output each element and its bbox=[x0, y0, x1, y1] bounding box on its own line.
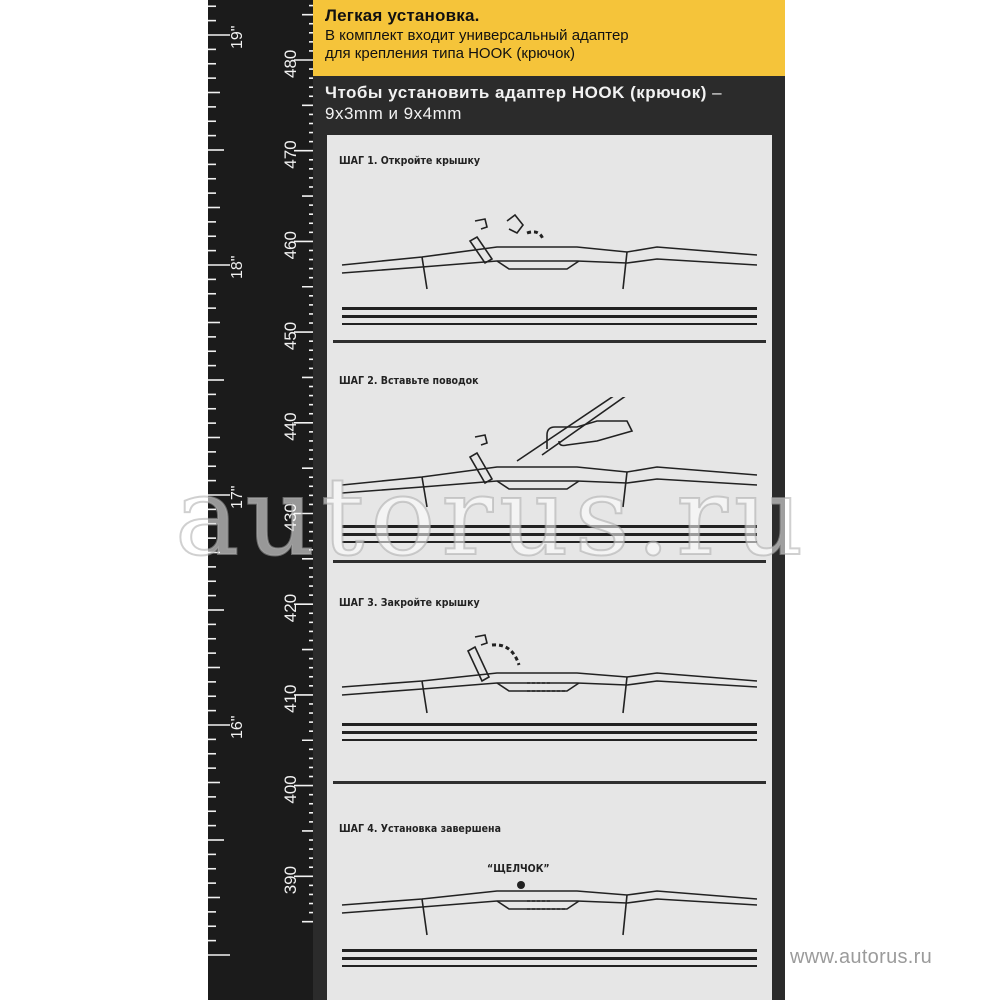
step-4-title: ШАГ 4. Установка завершена bbox=[339, 823, 501, 835]
click-label: “ЩЕЛЧОК” bbox=[487, 863, 550, 875]
header-title: Легкая установка. bbox=[325, 6, 480, 25]
step-1-diagram bbox=[341, 213, 758, 325]
header-description: В комплект входит универсальный адаптер … bbox=[325, 27, 780, 63]
ruler-mm-label: 470 bbox=[281, 140, 300, 168]
footer-watermark: www.autorus.ru bbox=[790, 946, 933, 968]
step-3-title: ШАГ 3. Закройте крышку bbox=[339, 597, 480, 609]
ruler-mm-label: 450 bbox=[281, 322, 300, 350]
header-line-2: для крепления типа HOOK (крючок) bbox=[325, 45, 575, 62]
step-divider-2 bbox=[333, 560, 766, 563]
step-2-diagram bbox=[341, 397, 758, 543]
measuring-ruler: 480 470 460 450 440 430 420 410 400 390 19" 18" 17" 1… bbox=[208, 0, 320, 1000]
step-divider-1 bbox=[333, 340, 766, 343]
ruler-mm-label: 390 bbox=[281, 866, 300, 894]
subheading-bold: Чтобы установить адаптер HOOK (крючок) bbox=[325, 83, 707, 102]
ruler-mm-label: 480 bbox=[281, 50, 300, 78]
step-4-diagram bbox=[341, 881, 758, 967]
ruler-scale: 480 470 460 450 440 430 420 410 400 390 19" 18" 17" 1… bbox=[208, 4, 320, 956]
header-banner: Легкая установка. В комплект входит унив… bbox=[313, 0, 785, 76]
ruler-mm-label: 430 bbox=[281, 503, 300, 531]
ruler-inch-label: 16" bbox=[229, 716, 246, 739]
package-card: Легкая установка. В комплект входит унив… bbox=[313, 0, 785, 1000]
ruler-mm-label: 420 bbox=[281, 594, 300, 622]
step-divider-3 bbox=[333, 781, 766, 784]
adapter-subheading: Чтобы установить адаптер HOOK (крючок) –… bbox=[325, 82, 780, 124]
step-1-title: ШАГ 1. Откройте крышку bbox=[339, 155, 481, 167]
ruler-inch-label: 19" bbox=[229, 26, 246, 49]
step-3-diagram bbox=[341, 634, 758, 741]
ruler-inch-label: 17" bbox=[229, 486, 246, 509]
ruler-mm-label: 400 bbox=[281, 775, 300, 803]
step-2-title: ШАГ 2. Вставьте поводок bbox=[339, 375, 479, 387]
instructions-panel: ШАГ 1. Откройте крышку ШАГ 2. Вставьте п… bbox=[327, 135, 772, 1000]
ruler-mm-label: 410 bbox=[281, 685, 300, 713]
ruler-inch-label: 18" bbox=[229, 256, 246, 279]
ruler-mm-label: 460 bbox=[281, 231, 300, 259]
subheading-sizes: – 9x3mm и 9x4mm bbox=[325, 83, 723, 123]
header-line-1: В комплект входит универсальный адаптер bbox=[325, 27, 629, 44]
ruler-mm-label: 440 bbox=[281, 412, 300, 440]
